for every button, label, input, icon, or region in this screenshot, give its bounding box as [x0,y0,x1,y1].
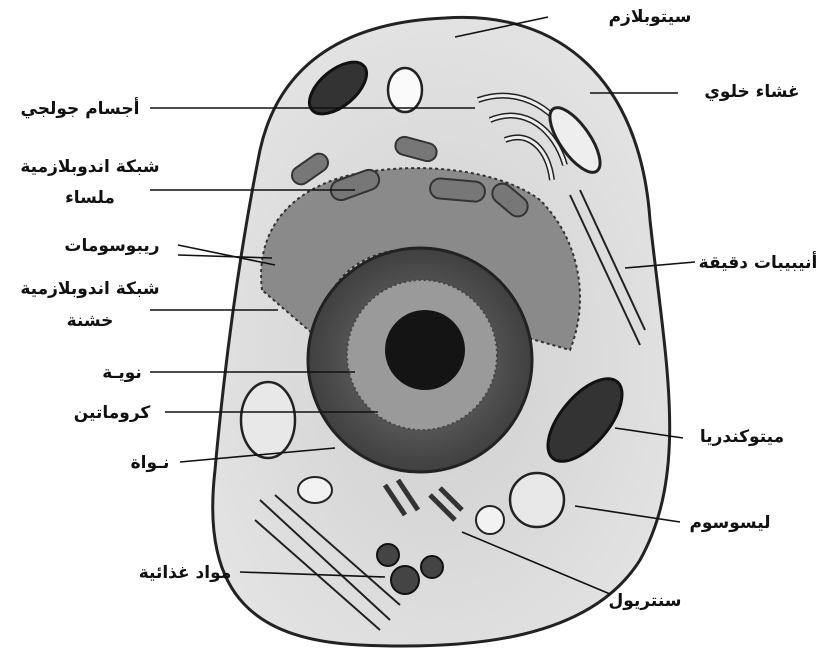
vacuole-top [388,68,422,112]
label-cytoplasm: سيتوبلازم [609,7,692,27]
label-rough-er-line1: شبكة اندوبلازمية [20,279,159,299]
label-cell-membrane: غشاء خلوي [704,82,799,102]
label-mitochondria: ميتوكندريا [700,427,784,447]
lysosome-small [476,506,504,534]
label-ribosomes: ريبوسومات [64,236,159,256]
label-smooth-er-line2: ملساء [65,188,115,208]
label-rough-er-line2: خشنة [67,311,114,331]
nucleolus-shape [385,310,465,390]
label-smooth-er-line1: شبكة اندوبلازمية [20,157,159,177]
label-food-vacuoles: مواد غذائية [139,563,232,583]
label-microtubules: أنيبيبات دقيقة [699,251,818,273]
vesicle-small [298,477,332,503]
label-nucleolus: نويـة [102,363,142,383]
vesicle-left [241,382,295,458]
label-lysosome: ليسوسوم [689,513,770,533]
label-centriole: سنتريول [609,591,682,611]
label-nucleus: نـواة [131,453,170,473]
lysosome-shape [510,473,564,527]
label-chromatin: كروماتين [74,403,151,423]
label-golgi: أجسام جولجي [21,97,140,119]
